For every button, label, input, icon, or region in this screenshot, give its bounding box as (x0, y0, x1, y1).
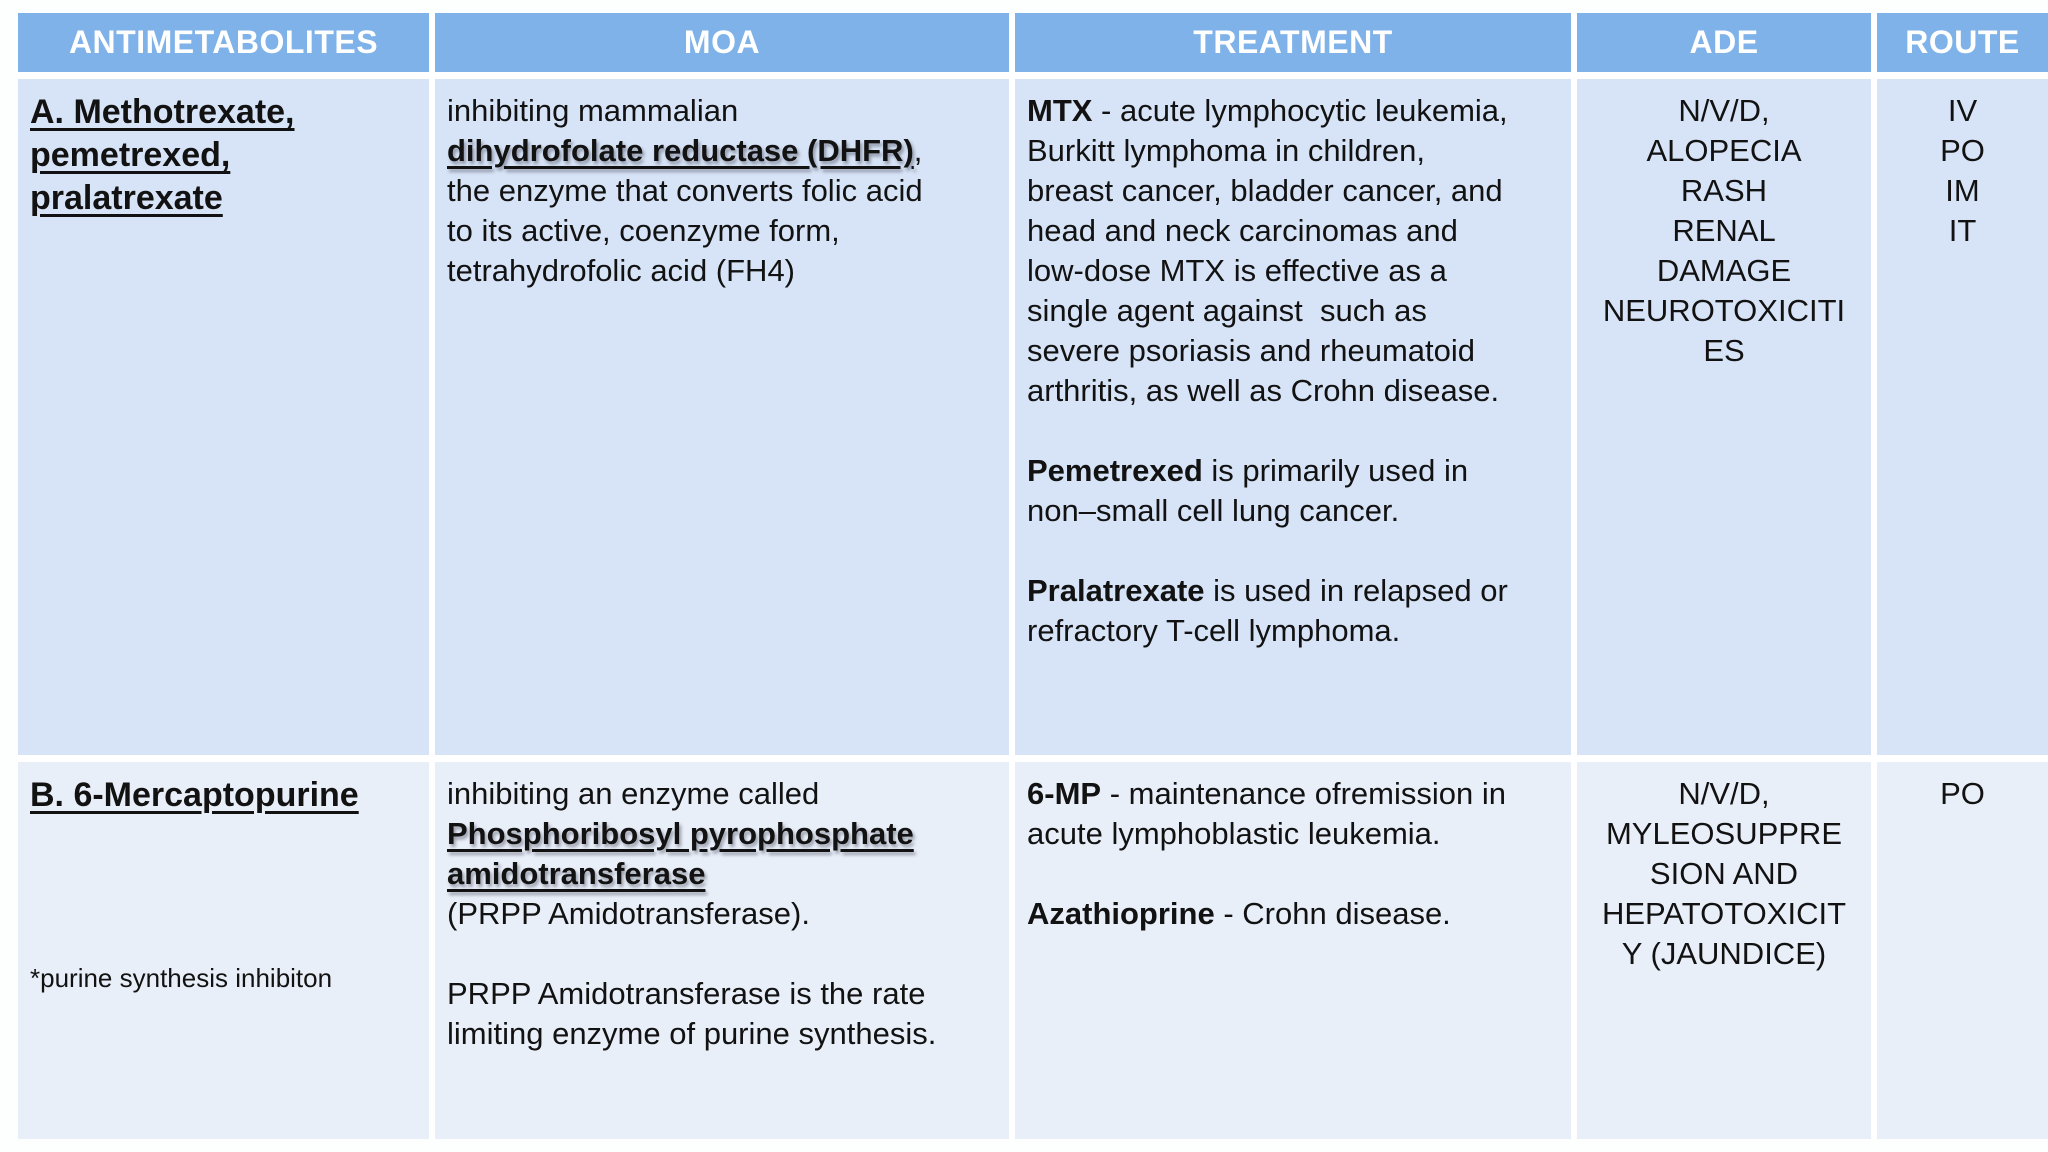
cell-row-b-antimetabolites: B. 6-Mercaptopurine*purine synthesis inh… (18, 762, 429, 1139)
cell-row-a-ade: N/V/D, ALOPECIA RASH RENAL DAMAGE NEUROT… (1577, 79, 1871, 755)
cell-row-b-ade: N/V/D, MYLEOSUPPRE SION AND HEPATOTOXICI… (1577, 762, 1871, 1139)
cell-row-b-moa: inhibiting an enzyme called Phosphoribos… (435, 762, 1009, 1139)
cell-row-b-route: PO (1877, 762, 2048, 1139)
cell-row-a-antimetabolites: A. Methotrexate, pemetrexed, pralatrexat… (18, 79, 429, 755)
cell-row-b-treatment: 6-MP - maintenance ofremission in acute … (1015, 762, 1571, 1139)
header-treatment: TREATMENT (1015, 13, 1571, 72)
antimetabolites-table: ANTIMETABOLITES MOA TREATMENT ADE ROUTE … (18, 13, 2048, 1139)
cell-row-a-moa: inhibiting mammalian dihydrofolate reduc… (435, 79, 1009, 755)
header-ade: ADE (1577, 13, 1871, 72)
cell-row-a-route: IV PO IM IT (1877, 79, 2048, 755)
header-route: ROUTE (1877, 13, 2048, 72)
header-antimetabolites: ANTIMETABOLITES (18, 13, 429, 72)
cell-row-a-treatment: MTX - acute lymphocytic leukemia, Burkit… (1015, 79, 1571, 755)
header-moa: MOA (435, 13, 1009, 72)
